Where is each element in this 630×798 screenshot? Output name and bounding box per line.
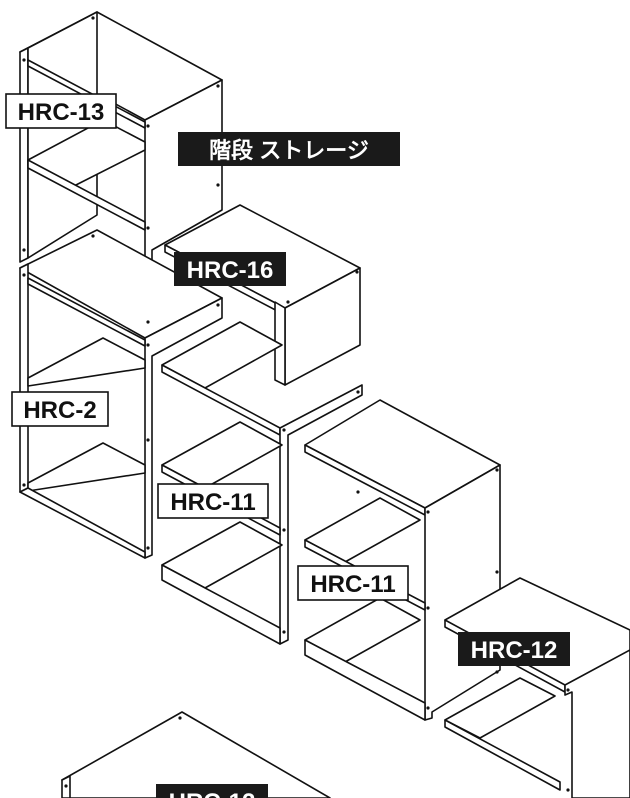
label-hrc-2: HRC-2: [11, 391, 109, 427]
cabinet-hrc-2: [19, 229, 223, 559]
label-hrc-2-text: HRC-2: [23, 397, 96, 424]
label-hrc-11-first-text: HRC-11: [170, 489, 255, 516]
label-hrc-11-second: HRC-11: [297, 565, 409, 601]
label-hrc-12-bottom-text: HRC-12: [169, 789, 256, 798]
label-hrc-16: HRC-16: [174, 252, 286, 286]
page-title: 階段 ストレージ: [209, 138, 369, 163]
label-hrc-12-right-text: HRC-12: [471, 637, 558, 664]
label-hrc-11-second-text: HRC-11: [310, 571, 395, 598]
screw-holes: [22, 16, 570, 792]
label-hrc-13: HRC-13: [5, 93, 117, 129]
label-hrc-12-bottom: HRC-12: [156, 784, 268, 798]
label-hrc-11-first: HRC-11: [157, 483, 269, 519]
title-badge: 階段 ストレージ: [178, 132, 400, 166]
cabinet-hrc-11-second: [304, 399, 501, 721]
label-hrc-12-right: HRC-12: [458, 632, 570, 666]
cabinet-hrc-12-right: [444, 577, 630, 798]
label-hrc-13-text: HRC-13: [18, 99, 105, 126]
label-hrc-16-text: HRC-16: [187, 257, 274, 284]
